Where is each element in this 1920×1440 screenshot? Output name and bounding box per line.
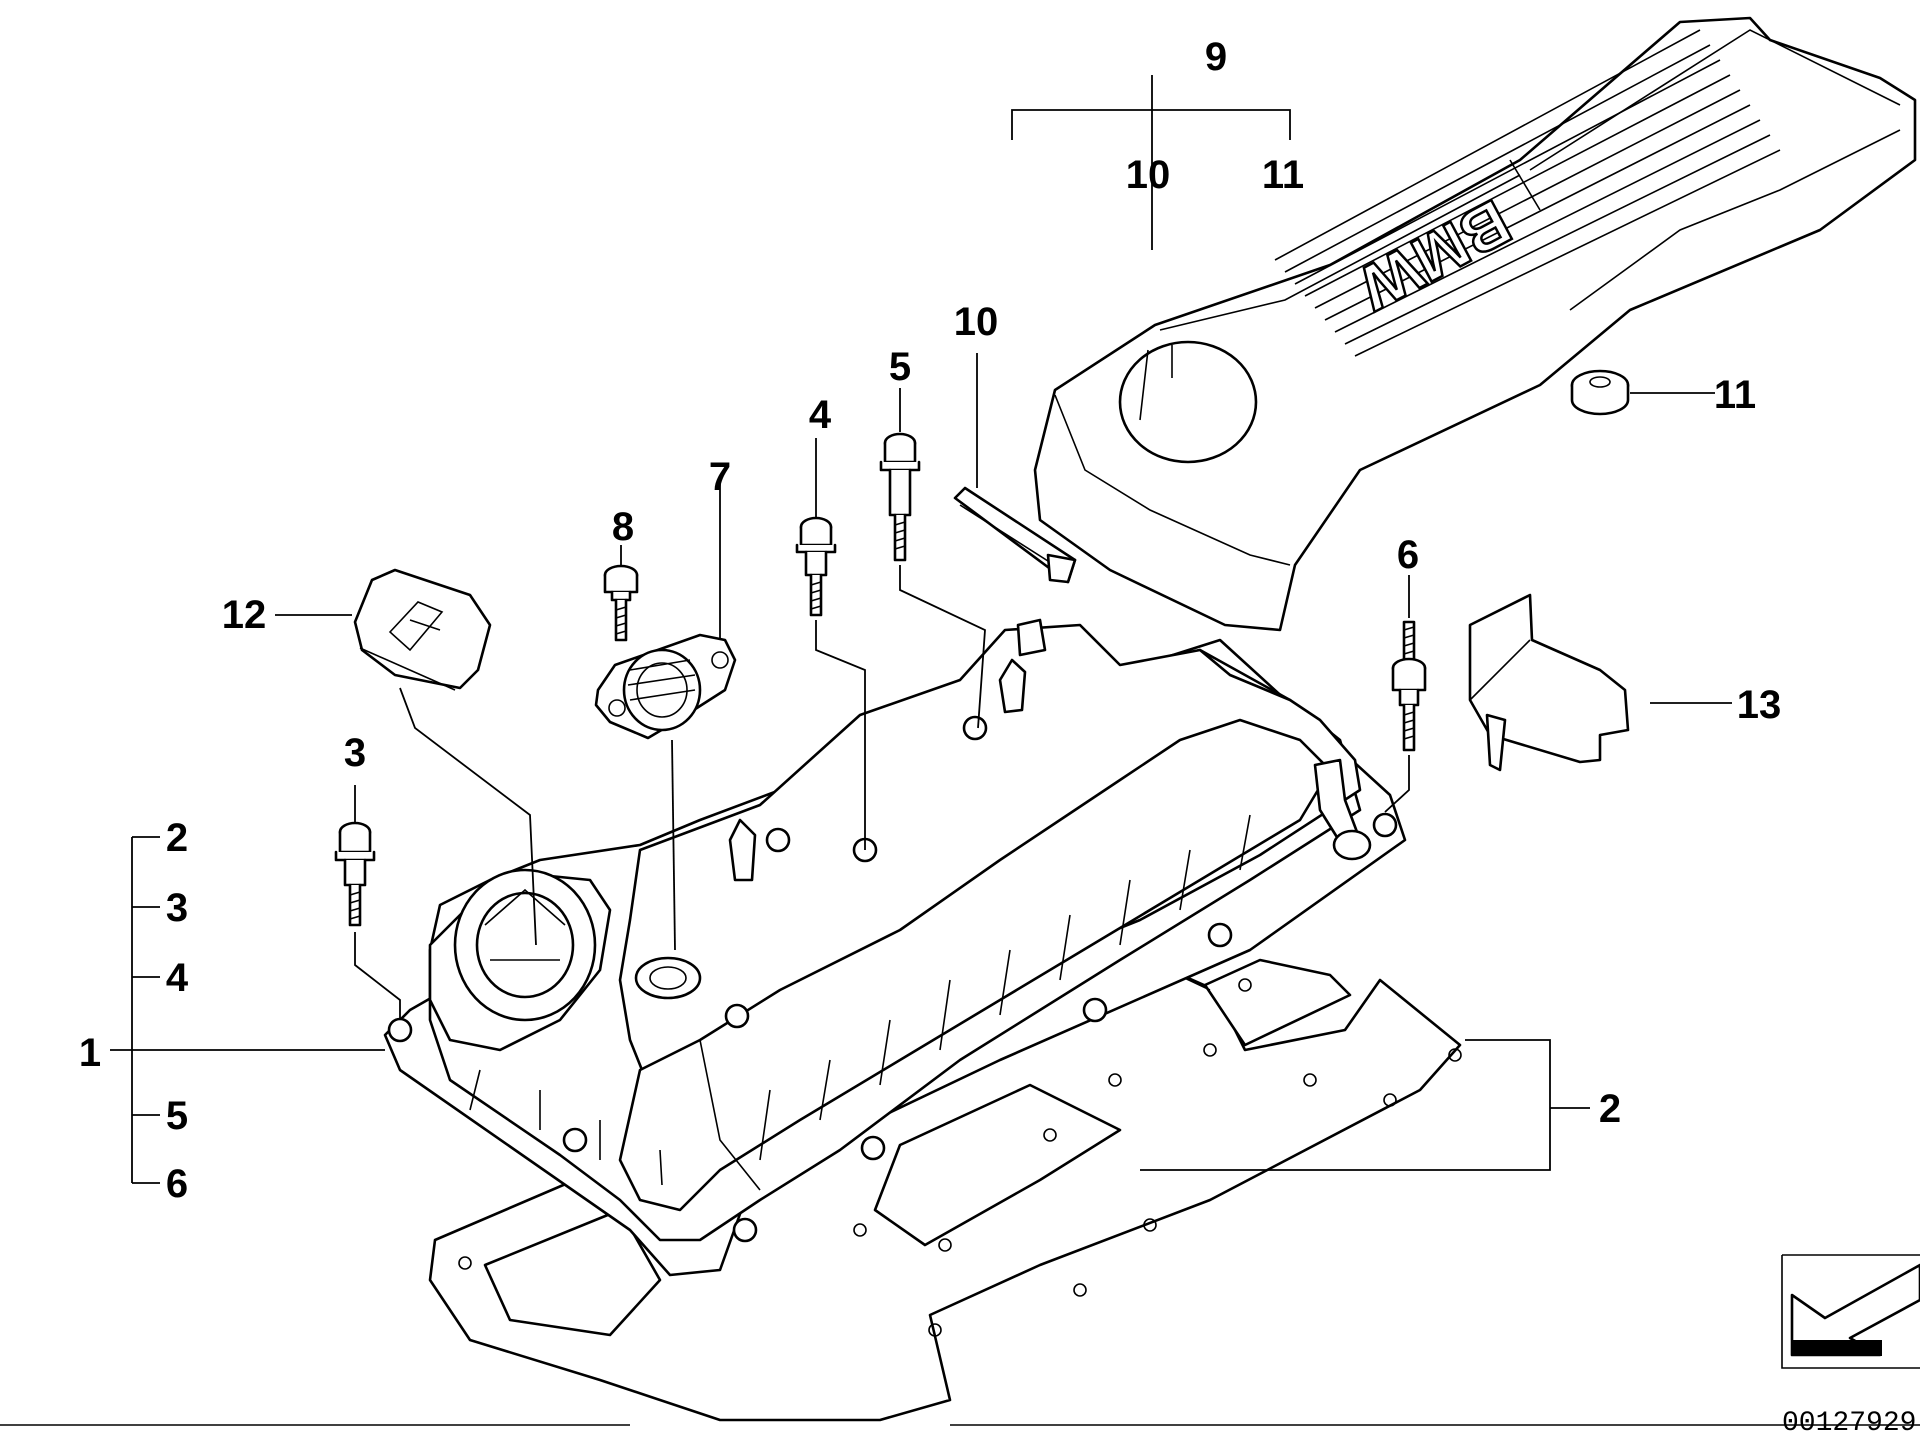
callout-11-top: 11 — [1262, 153, 1304, 197]
sensor-flange — [594, 633, 737, 740]
callout-4: 4 — [809, 393, 832, 437]
callout-2-list: 2 — [166, 816, 188, 860]
bolt-4 — [795, 516, 837, 617]
callout-11: 11 — [1714, 373, 1756, 417]
callout-5: 5 — [889, 345, 911, 389]
callout-labels: 9 10 11 10 11 5 4 7 8 12 6 13 3 2 3 4 1 … — [79, 35, 1781, 1206]
bolt-8 — [603, 564, 639, 642]
callout-3-list: 3 — [166, 886, 188, 930]
stud-6 — [1391, 620, 1427, 752]
callout-10-top: 10 — [1126, 153, 1171, 197]
bolt-5 — [879, 432, 921, 562]
drawing-code: 00127929 — [1782, 1408, 1916, 1439]
callout-7: 7 — [709, 455, 731, 499]
callout-1: 1 — [79, 1031, 101, 1075]
bolt-3 — [334, 821, 376, 927]
callout-8: 8 — [612, 505, 634, 549]
callout-4-list: 4 — [166, 956, 189, 1000]
cover-filler-opening — [1118, 340, 1258, 464]
oil-filler-cap — [353, 568, 492, 691]
rubber-strip — [953, 486, 1077, 584]
grommet — [1570, 369, 1630, 416]
cover-bolt-holes — [387, 715, 1398, 1243]
leader-lines — [110, 75, 1732, 1184]
callout-3: 3 — [344, 731, 366, 775]
callout-5-list: 5 — [166, 1094, 188, 1138]
cylinder-head-cover — [383, 618, 1407, 1277]
callout-9: 9 — [1205, 35, 1227, 79]
cover-rib-panel — [1274, 29, 1781, 357]
callout-12: 12 — [222, 593, 267, 637]
gasket-holes — [458, 978, 1462, 1337]
cover-bracket — [1468, 593, 1630, 772]
gasket-set — [428, 939, 1462, 1422]
callout-2: 2 — [1599, 1087, 1621, 1131]
callout-6-list: 6 — [166, 1162, 188, 1206]
callout-6: 6 — [1397, 533, 1419, 577]
orientation-symbol — [1781, 1254, 1920, 1369]
callout-10: 10 — [954, 300, 999, 344]
callout-13: 13 — [1737, 683, 1782, 727]
engine-cover: BMW — [1033, 16, 1917, 632]
